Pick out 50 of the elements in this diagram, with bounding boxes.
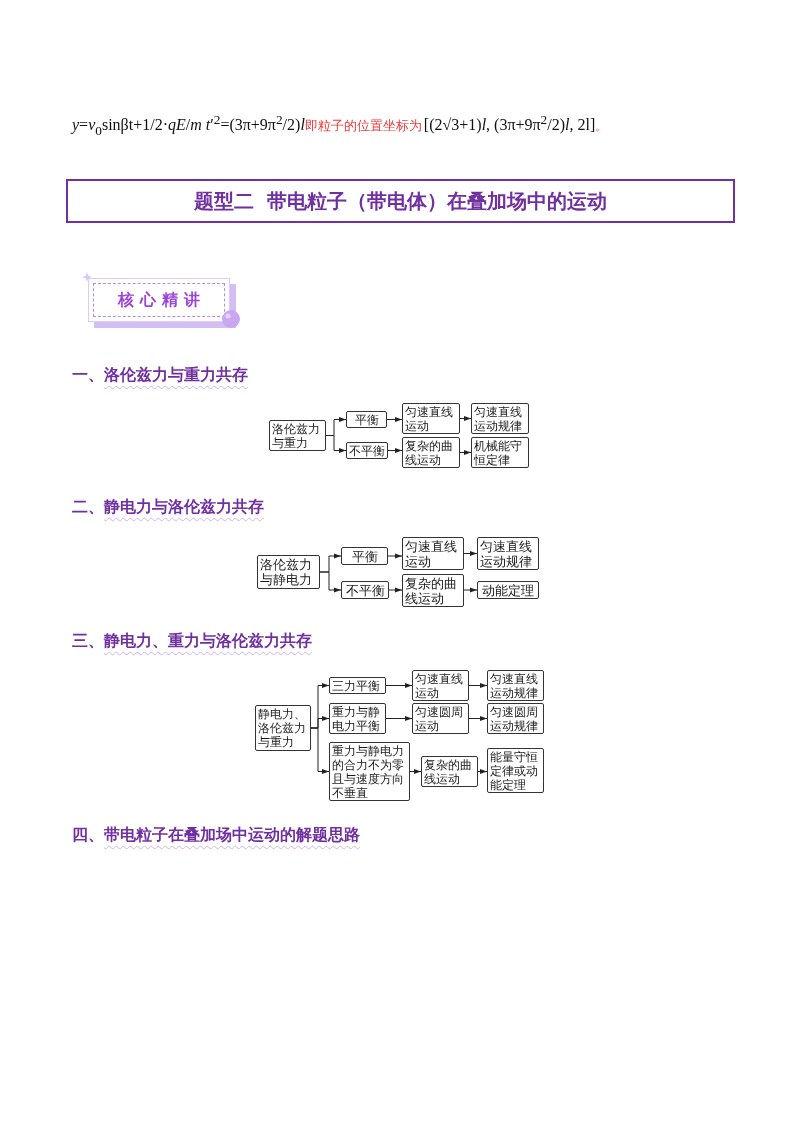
process-box: 不平衡 bbox=[346, 442, 388, 459]
process-box: 三力平衡 bbox=[329, 677, 386, 694]
process-box: 匀速直线运动规律 bbox=[487, 670, 544, 701]
process-box: 匀速圆周运动 bbox=[412, 703, 469, 734]
process-box: 复杂的曲线运动 bbox=[421, 756, 478, 787]
process-box: 静电力、洛伦兹力与重力 bbox=[255, 705, 311, 751]
arrow bbox=[468, 716, 488, 721]
process-box: 平衡 bbox=[346, 411, 387, 428]
process-box: 能量守恒定律或动能定理 bbox=[487, 748, 544, 793]
math-formula: [(2√3+1)l, (3π+9π$^{2}$/2)l, 2l] bbox=[423, 112, 596, 135]
math-formula: y=v$_{0}$sinβt+1/2·qE/m t′$^{2}$=(3π+9π$^{2}$/2)l bbox=[72, 112, 305, 139]
arrow bbox=[459, 450, 472, 455]
process-box: 重力与静电力平衡 bbox=[329, 703, 386, 734]
arrow bbox=[477, 769, 488, 774]
arrow bbox=[310, 727, 330, 774]
process-box: 匀速直线运动 bbox=[402, 537, 464, 570]
section-heading: 三、静电力、重力与洛伦兹力共存 bbox=[72, 631, 312, 651]
process-box: 机械能守恒定律 bbox=[471, 437, 529, 468]
arrow bbox=[386, 417, 403, 422]
arrow bbox=[463, 587, 478, 593]
arrow bbox=[388, 587, 403, 593]
section-heading: 二、静电力与洛伦兹力共存 bbox=[72, 497, 264, 517]
arrow bbox=[325, 435, 347, 453]
process-box: 不平衡 bbox=[341, 581, 389, 599]
arrow bbox=[409, 769, 422, 774]
process-box: 匀速圆周运动规律 bbox=[487, 703, 544, 734]
process-box: 动能定理 bbox=[477, 581, 539, 599]
process-box: 复杂的曲线运动 bbox=[402, 574, 464, 607]
process-box: 平衡 bbox=[341, 547, 388, 565]
arrow bbox=[468, 683, 488, 688]
section-heading: 一、洛伦兹力与重力共存 bbox=[72, 365, 248, 385]
process-box: 复杂的曲线运动 bbox=[402, 437, 460, 468]
process-box: 匀速直线运动规律 bbox=[471, 403, 529, 434]
arrow bbox=[385, 683, 413, 688]
section-heading: 四、带电粒子在叠加场中运动的解题思路 bbox=[72, 825, 360, 845]
arrow bbox=[319, 571, 342, 593]
process-box: 洛伦兹力与静电力 bbox=[257, 555, 320, 589]
title-banner: 题型二 带电粒子（带电体）在叠加场中的运动 bbox=[66, 179, 735, 223]
process-box: 重力与静电力的合力不为零且与速度方向不垂直 bbox=[329, 742, 410, 801]
process-box: 匀速直线运动规律 bbox=[477, 537, 539, 570]
arrow bbox=[459, 416, 472, 421]
arrow bbox=[387, 553, 403, 559]
process-box: 匀速直线运动 bbox=[412, 670, 469, 701]
process-box: 洛伦兹力与重力 bbox=[269, 420, 326, 451]
note-text: 。 bbox=[595, 117, 609, 136]
arrow bbox=[387, 448, 403, 453]
process-box: 匀速直线运动 bbox=[402, 403, 460, 434]
arrow bbox=[385, 716, 413, 721]
arrow bbox=[463, 551, 478, 556]
note-text: 即粒子的位置坐标为 bbox=[304, 117, 422, 136]
